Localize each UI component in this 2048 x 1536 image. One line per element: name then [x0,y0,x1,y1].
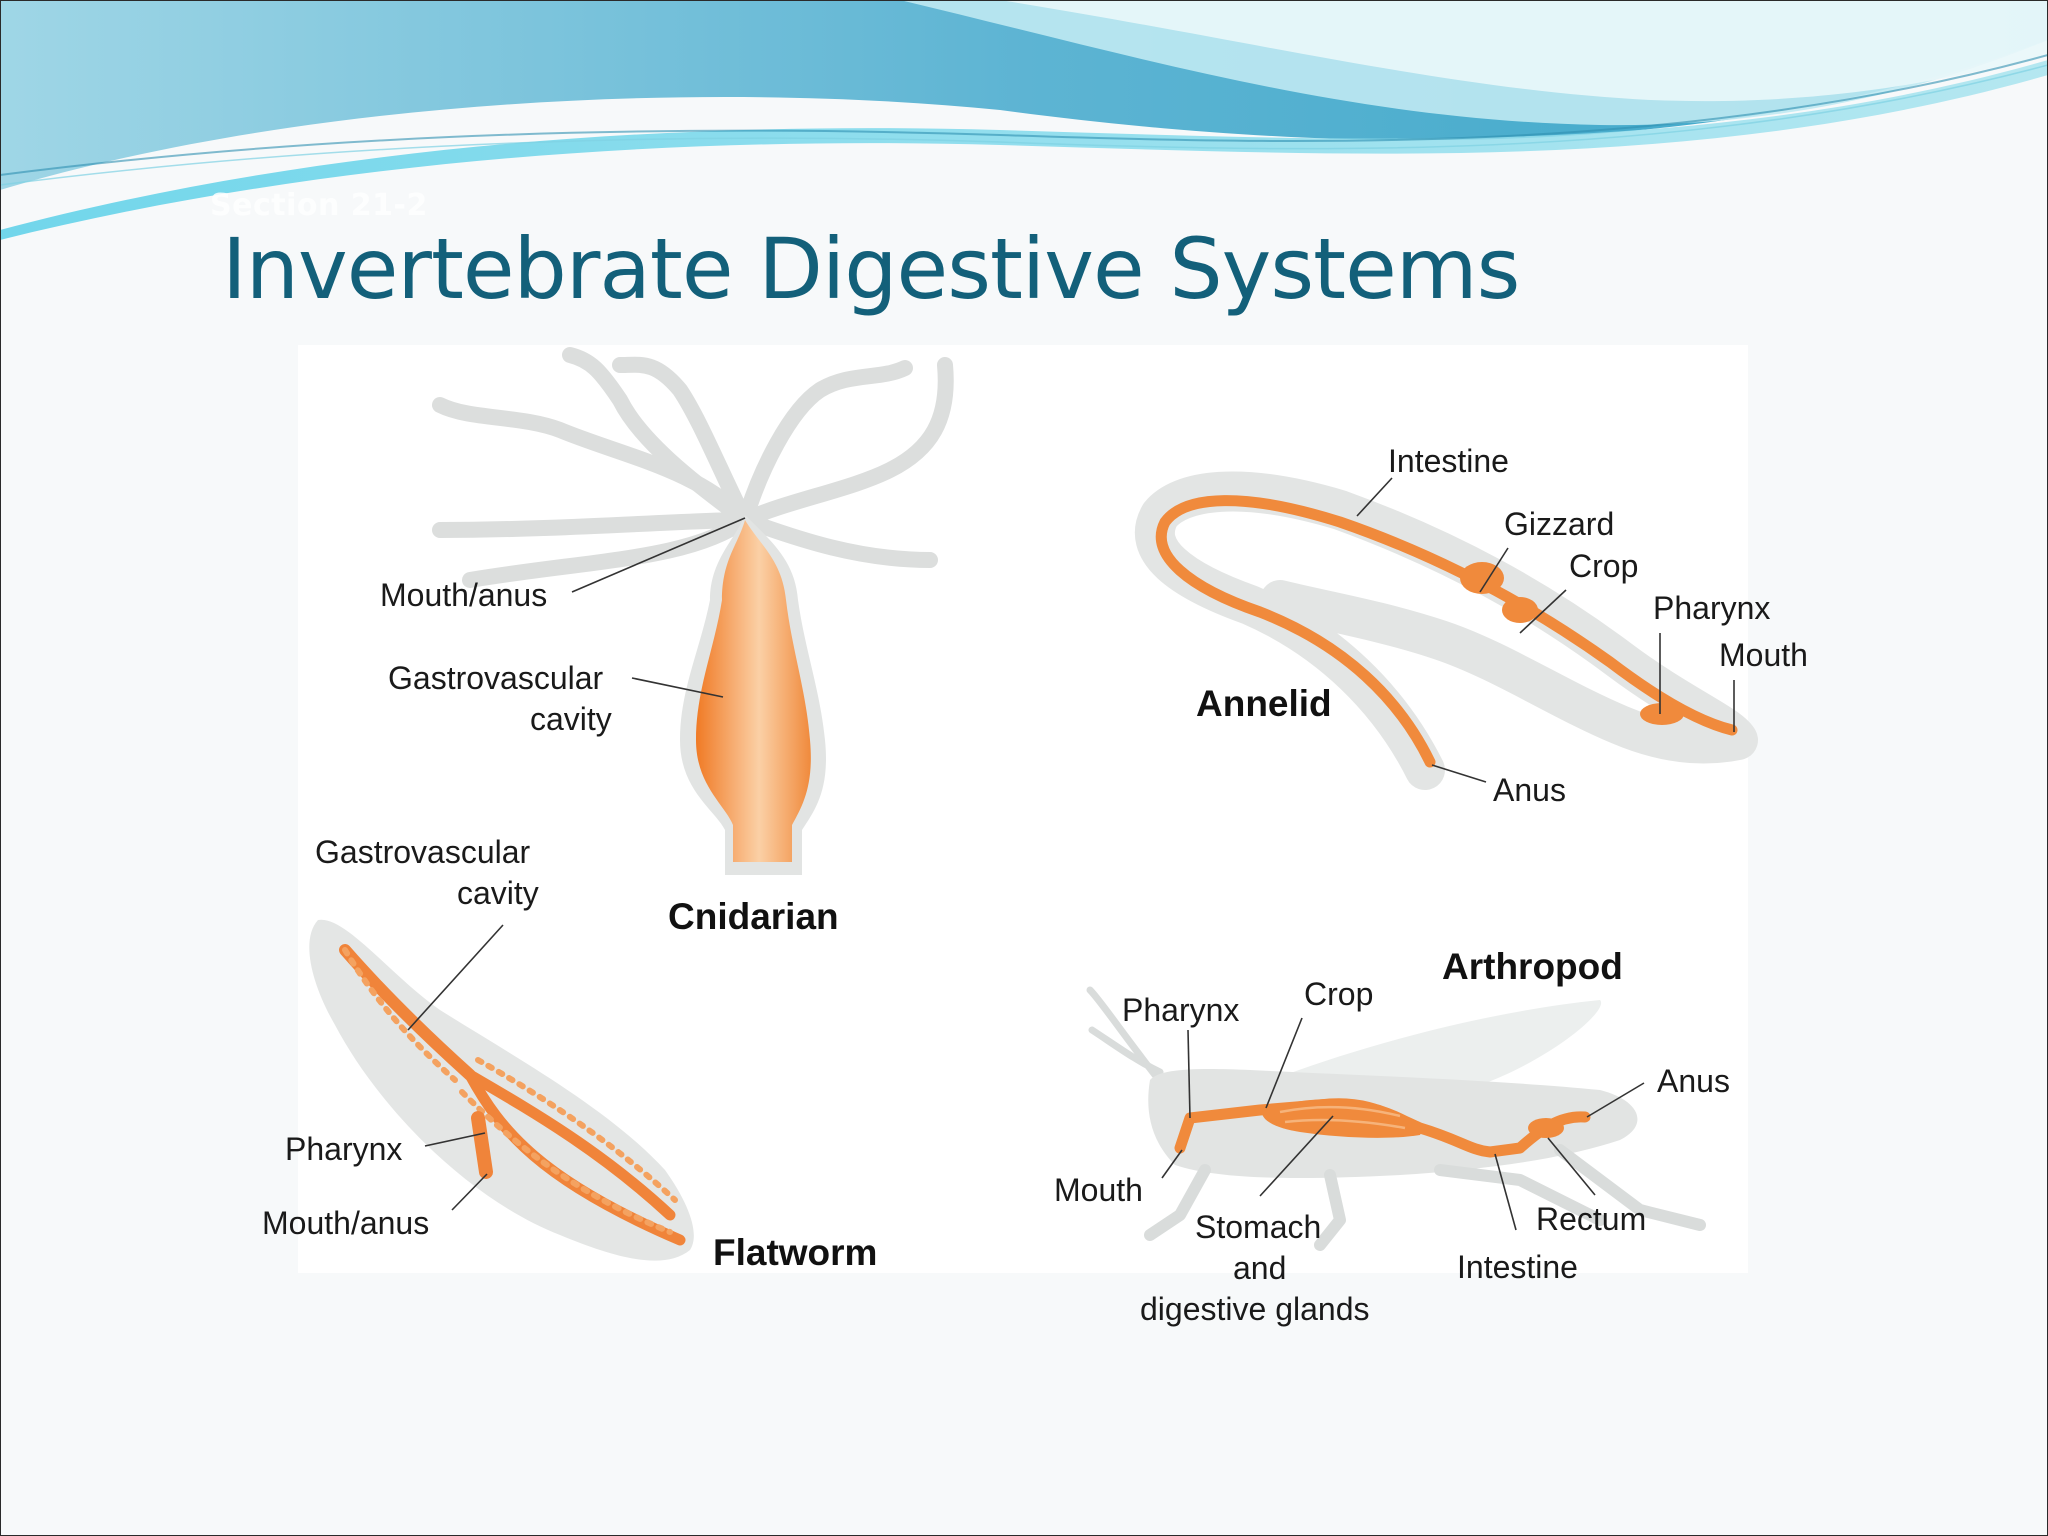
arthropod-label-stomach-line2: and [1233,1250,1286,1286]
cnidarian-label-cavity-line1: Gastrovascular [388,660,604,696]
arthropod-leader-rectum [1547,1137,1596,1196]
section-label: Section 21-2 [210,188,428,223]
arthropod-label-intestine: Intestine [1457,1249,1578,1285]
annelid-leader-anus [1431,764,1487,783]
flatworm-pharynx [471,1111,493,1179]
cnidarian-leader-mouth-anus [571,517,746,593]
annelid-gizzard [1460,562,1504,594]
arthropod-leader-mouth [1161,1149,1183,1179]
flatworm-label-pharynx: Pharynx [285,1131,402,1167]
arthropod-leader-pharynx [1187,1029,1191,1119]
cnidarian-label-cavity-line2: cavity [530,701,612,737]
arthropod-rectum [1528,1118,1564,1138]
arthropod-leader-crop [1265,1017,1303,1109]
flatworm-label-mouth-anus: Mouth/anus [262,1205,429,1241]
arthropod-label-stomach-line1: Stomach [1195,1209,1321,1245]
annelid-pharynx [1640,703,1684,725]
annelid-crop [1502,597,1538,623]
annelid-leader-intestine [1356,477,1393,517]
flatworm-name: Flatworm [713,1232,877,1273]
flatworm-label-cavity-line1: Gastrovascular [315,834,531,870]
arthropod-label-mouth: Mouth [1054,1172,1143,1208]
annelid-leader-gizzard [1479,547,1509,593]
slide-title: Invertebrate Digestive Systems [222,220,1520,318]
annelid-label-intestine: Intestine [1388,443,1509,479]
annelid-label-mouth: Mouth [1719,637,1808,673]
annelid-label-crop: Crop [1569,548,1638,584]
flatworm-leader-mouth-anus [451,1173,488,1211]
flatworm-leader-pharynx [424,1132,486,1147]
flatworm-label-cavity-line2: cavity [457,875,539,911]
arthropod-name: Arthropod [1442,946,1623,987]
arthropod-label-rectum: Rectum [1536,1201,1646,1237]
cnidarian-gastrovascular-cavity [696,520,811,862]
cnidarian-tentacles [432,347,954,588]
cnidarian-label-mouth-anus: Mouth/anus [380,577,547,613]
arthropod-label-crop: Crop [1304,976,1373,1012]
annelid-label-anus: Anus [1493,772,1566,808]
annelid-label-pharynx: Pharynx [1653,590,1770,626]
annelid-figure [1134,471,1758,790]
flatworm-gastrovascular-cavity [339,944,686,1246]
cnidarian-leader-cavity [631,677,724,698]
header-wave-decoration [0,0,2048,240]
annelid-name: Annelid [1196,683,1332,724]
arthropod-wing [1285,1000,1602,1085]
flatworm-figure [309,919,694,1261]
cnidarian-name: Cnidarian [668,896,839,937]
arthropod-leader-intestine [1494,1153,1517,1231]
arthropod-stomach-folds [1279,1105,1406,1130]
arthropod-leader-anus [1586,1082,1645,1118]
annelid-body [1134,471,1758,790]
annelid-digestive-tract [1155,495,1738,768]
arthropod-antennae [1086,986,1164,1079]
annelid-leader-crop [1519,589,1567,634]
arthropod-legs [1144,1144,1706,1251]
flatworm-leader-cavity [407,924,504,1031]
arthropod-label-stomach-line3: digestive glands [1140,1291,1369,1327]
arthropod-label-pharynx: Pharynx [1122,992,1239,1028]
cnidarian-figure [432,347,954,875]
annelid-label-gizzard: Gizzard [1504,506,1614,542]
arthropod-label-anus: Anus [1657,1063,1730,1099]
arthropod-leader-stomach [1259,1115,1334,1197]
